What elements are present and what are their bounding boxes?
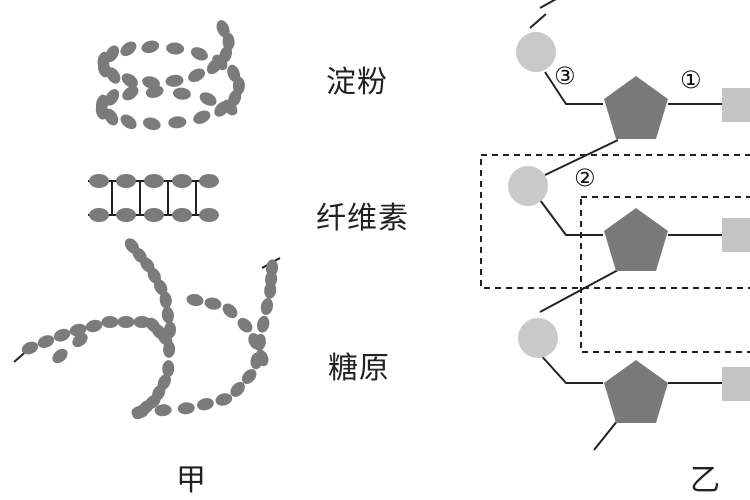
glucose-bead	[216, 20, 230, 38]
glucose-bead	[230, 381, 245, 397]
glucose-bead	[101, 316, 119, 328]
panel-b-nucleotide-chain: ① ② ③	[480, 0, 750, 451]
glucose-bead	[141, 40, 160, 54]
glucose-bead	[162, 360, 175, 378]
glucose-bead	[116, 174, 136, 188]
glucose-bead	[163, 321, 177, 339]
glucose-bead	[166, 42, 185, 55]
glucose-bead	[212, 54, 228, 71]
glucose-bead	[257, 315, 270, 333]
bond-marker-1: ①	[680, 66, 702, 94]
glucose-bead	[237, 317, 253, 333]
nitrogenous-base	[722, 367, 750, 401]
dashed-box-nucleotide-outer	[480, 154, 750, 289]
glucose-bead	[117, 316, 135, 328]
cellulose-ladder	[88, 174, 219, 222]
bond-marker-2: ②	[574, 164, 596, 192]
glucose-bead	[37, 335, 55, 349]
glucose-bead	[172, 87, 191, 100]
glucose-bead	[222, 303, 238, 319]
pentose-sugar	[604, 208, 668, 271]
glucose-bead	[120, 41, 137, 57]
glucose-bead	[199, 208, 219, 222]
label-glycogen: 糖原	[328, 351, 390, 386]
glucose-bead	[260, 298, 274, 316]
glucose-bead	[222, 32, 235, 51]
glucose-bead	[172, 208, 192, 222]
glucose-bead	[53, 328, 71, 342]
glucose-bead	[159, 291, 172, 309]
glucose-bead	[21, 341, 39, 355]
glucose-bead	[215, 393, 233, 406]
pentose-sugar	[604, 360, 668, 423]
glucose-bead	[85, 319, 103, 333]
starch-helix	[95, 20, 245, 131]
glucose-bead	[154, 404, 172, 417]
glucose-bead	[122, 85, 139, 101]
glucose-bead	[199, 92, 217, 106]
glucose-bead	[105, 89, 120, 106]
glucose-bead	[199, 174, 219, 188]
phosphate-group	[516, 32, 556, 72]
glucose-bead	[255, 349, 269, 367]
glucose-bead	[89, 174, 109, 188]
glucose-bead	[116, 208, 136, 222]
phosphate-group	[508, 166, 548, 206]
panel-a-polysaccharides	[13, 20, 281, 420]
glucose-bead	[154, 279, 168, 296]
glucose-bead	[131, 405, 149, 419]
glucose-bead	[265, 259, 279, 277]
glucose-bead	[172, 174, 192, 188]
label-cellulose: 纤维素	[316, 201, 409, 236]
phosphate-group	[518, 318, 558, 358]
glucose-bead	[161, 306, 174, 324]
dashed-box-nucleotide-inner	[580, 196, 750, 353]
glucose-bead	[248, 333, 262, 350]
glucose-bead	[165, 74, 184, 87]
nitrogenous-base	[722, 218, 750, 252]
glucose-bead	[145, 85, 164, 98]
glucose-bead	[197, 398, 214, 411]
glucose-bead	[105, 45, 120, 63]
glucose-bead	[163, 340, 176, 358]
glucose-bead	[190, 47, 208, 61]
glucose-bead	[142, 117, 161, 131]
glucose-bead	[121, 73, 138, 88]
pentose-sugar	[604, 76, 668, 139]
glucose-bead	[241, 369, 257, 384]
label-starch: 淀粉	[326, 65, 388, 100]
glucose-bead	[177, 402, 195, 415]
bond-marker-3: ③	[554, 62, 576, 90]
glucose-bead	[89, 208, 109, 222]
glucose-bead	[72, 332, 88, 348]
glucose-bead	[144, 174, 164, 188]
glucose-bead	[188, 68, 206, 83]
caption-panel-b: 乙	[690, 463, 720, 498]
glucose-bead	[120, 114, 137, 130]
nitrogenous-base	[722, 88, 750, 122]
glucose-bead	[168, 116, 187, 129]
glucose-bead	[222, 99, 238, 116]
glucose-bead	[144, 208, 164, 222]
caption-panel-a: 甲	[176, 463, 206, 498]
glycogen-branched	[13, 238, 281, 420]
glucose-bead	[186, 293, 204, 307]
glucose-bead	[193, 110, 211, 124]
glucose-bead	[52, 348, 68, 364]
glucose-bead	[204, 297, 222, 310]
